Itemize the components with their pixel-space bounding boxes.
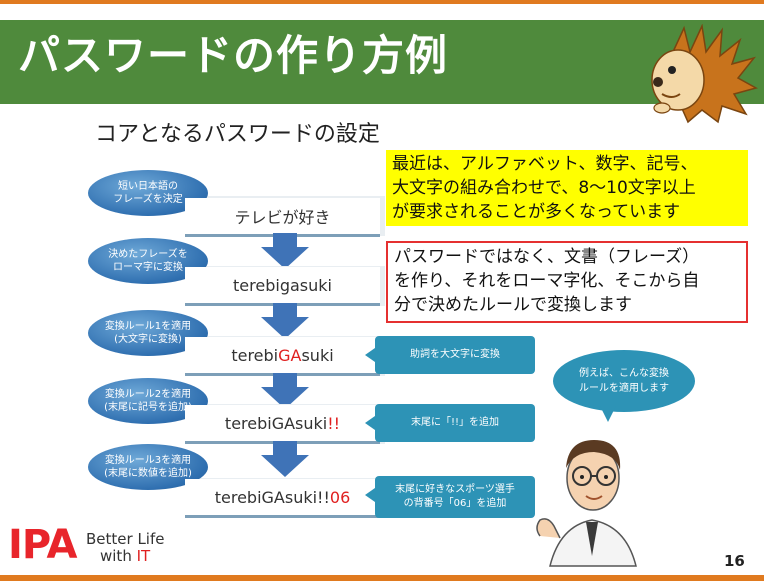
note-red: パスワードではなく、文書（フレーズ） を作り、それをローマ字化、そこから自 分で…	[386, 241, 748, 323]
hedgehog-mascot-icon	[651, 24, 758, 124]
value-text: terebiGAsuki	[224, 413, 328, 433]
value-highlight: GA	[278, 345, 302, 365]
step-label-line: (末尾に数値を追加)	[104, 468, 192, 479]
logo-tagline: Better Life	[86, 530, 165, 548]
step-label-line: 決めたフレーズを	[108, 249, 188, 260]
step-label-line: (大文字に変換)	[114, 334, 182, 345]
bubble-line: 例えば、こんな変換	[579, 368, 669, 379]
step-label-line: フレーズを決定	[113, 194, 183, 205]
logo-tagline: with IT	[100, 548, 150, 565]
step-value-1: テレビが好き	[185, 198, 380, 237]
step-value-5: terebiGAsuki!!06	[185, 479, 380, 518]
value-highlight: !!	[327, 413, 341, 433]
callout-1: 助詞を大文字に変換	[365, 336, 535, 374]
down-arrow-icon	[261, 233, 309, 269]
slide-title: パスワードの作り方例	[18, 31, 449, 80]
callout-3: 末尾に好きなスポーツ選手 の背番号「06」を追加	[365, 476, 535, 518]
note-line: 分で決めたルールで変換します	[394, 295, 632, 315]
glasses-man-presenter-icon	[536, 440, 637, 567]
title-bar	[0, 20, 764, 104]
value-text: terebiGAsuki!!	[214, 487, 330, 507]
note-line: が要求されることが多くなっています	[392, 202, 681, 222]
value-text: terebi	[231, 345, 279, 365]
ipa-logo: IPA	[8, 522, 77, 568]
note-yellow: 最近は、アルファベット、数字、記号、 大文字の組み合わせで、8～10文字以上 が…	[386, 150, 748, 226]
callout-2: 末尾に「!!」を追加	[365, 404, 535, 442]
logo-tagline-text: with	[100, 547, 137, 565]
down-arrow-icon	[261, 373, 309, 409]
note-line: パスワードではなく、文書（フレーズ）	[394, 247, 700, 267]
step-label-3: 変換ルール1を適用 (大文字に変換)	[88, 310, 208, 356]
note-line: を作り、それをローマ字化、そこから自	[394, 271, 700, 291]
slide-subtitle: コアとなるパスワードの設定	[95, 122, 380, 147]
step-value-4: terebiGAsuki!!	[185, 405, 380, 444]
step-label-line: 変換ルール1を適用	[104, 321, 192, 332]
step-label-line: ローマ字に変換	[113, 262, 183, 273]
value-highlight: 06	[329, 487, 351, 507]
speech-bubble: 例えば、こんな変換 ルールを適用します	[553, 350, 695, 412]
logo-tagline-highlight: IT	[136, 547, 151, 565]
speech-bubble-tail	[600, 406, 616, 422]
note-line: 大文字の組み合わせで、8～10文字以上	[392, 178, 696, 198]
page-number: 16	[724, 552, 745, 570]
step-label-line: 短い日本語の	[118, 181, 178, 192]
value-text: suki	[301, 345, 334, 365]
bottom-accent-line	[0, 575, 764, 581]
step-label-line: 変換ルール2を適用	[104, 389, 192, 400]
down-arrow-icon	[261, 441, 309, 477]
bubble-line: ルールを適用します	[579, 383, 669, 394]
step-value-2: terebigasuki	[185, 267, 380, 306]
down-arrow-icon	[261, 303, 309, 339]
step-label-line: 変換ルール3を適用	[104, 455, 192, 466]
callout-line: の背番号「06」を追加	[403, 498, 507, 509]
step-label-line: (末尾に記号を追加)	[104, 402, 192, 413]
note-line: 最近は、アルファベット、数字、記号、	[392, 154, 698, 174]
callout-line: 末尾に好きなスポーツ選手	[395, 484, 515, 495]
top-accent-line	[0, 0, 764, 4]
